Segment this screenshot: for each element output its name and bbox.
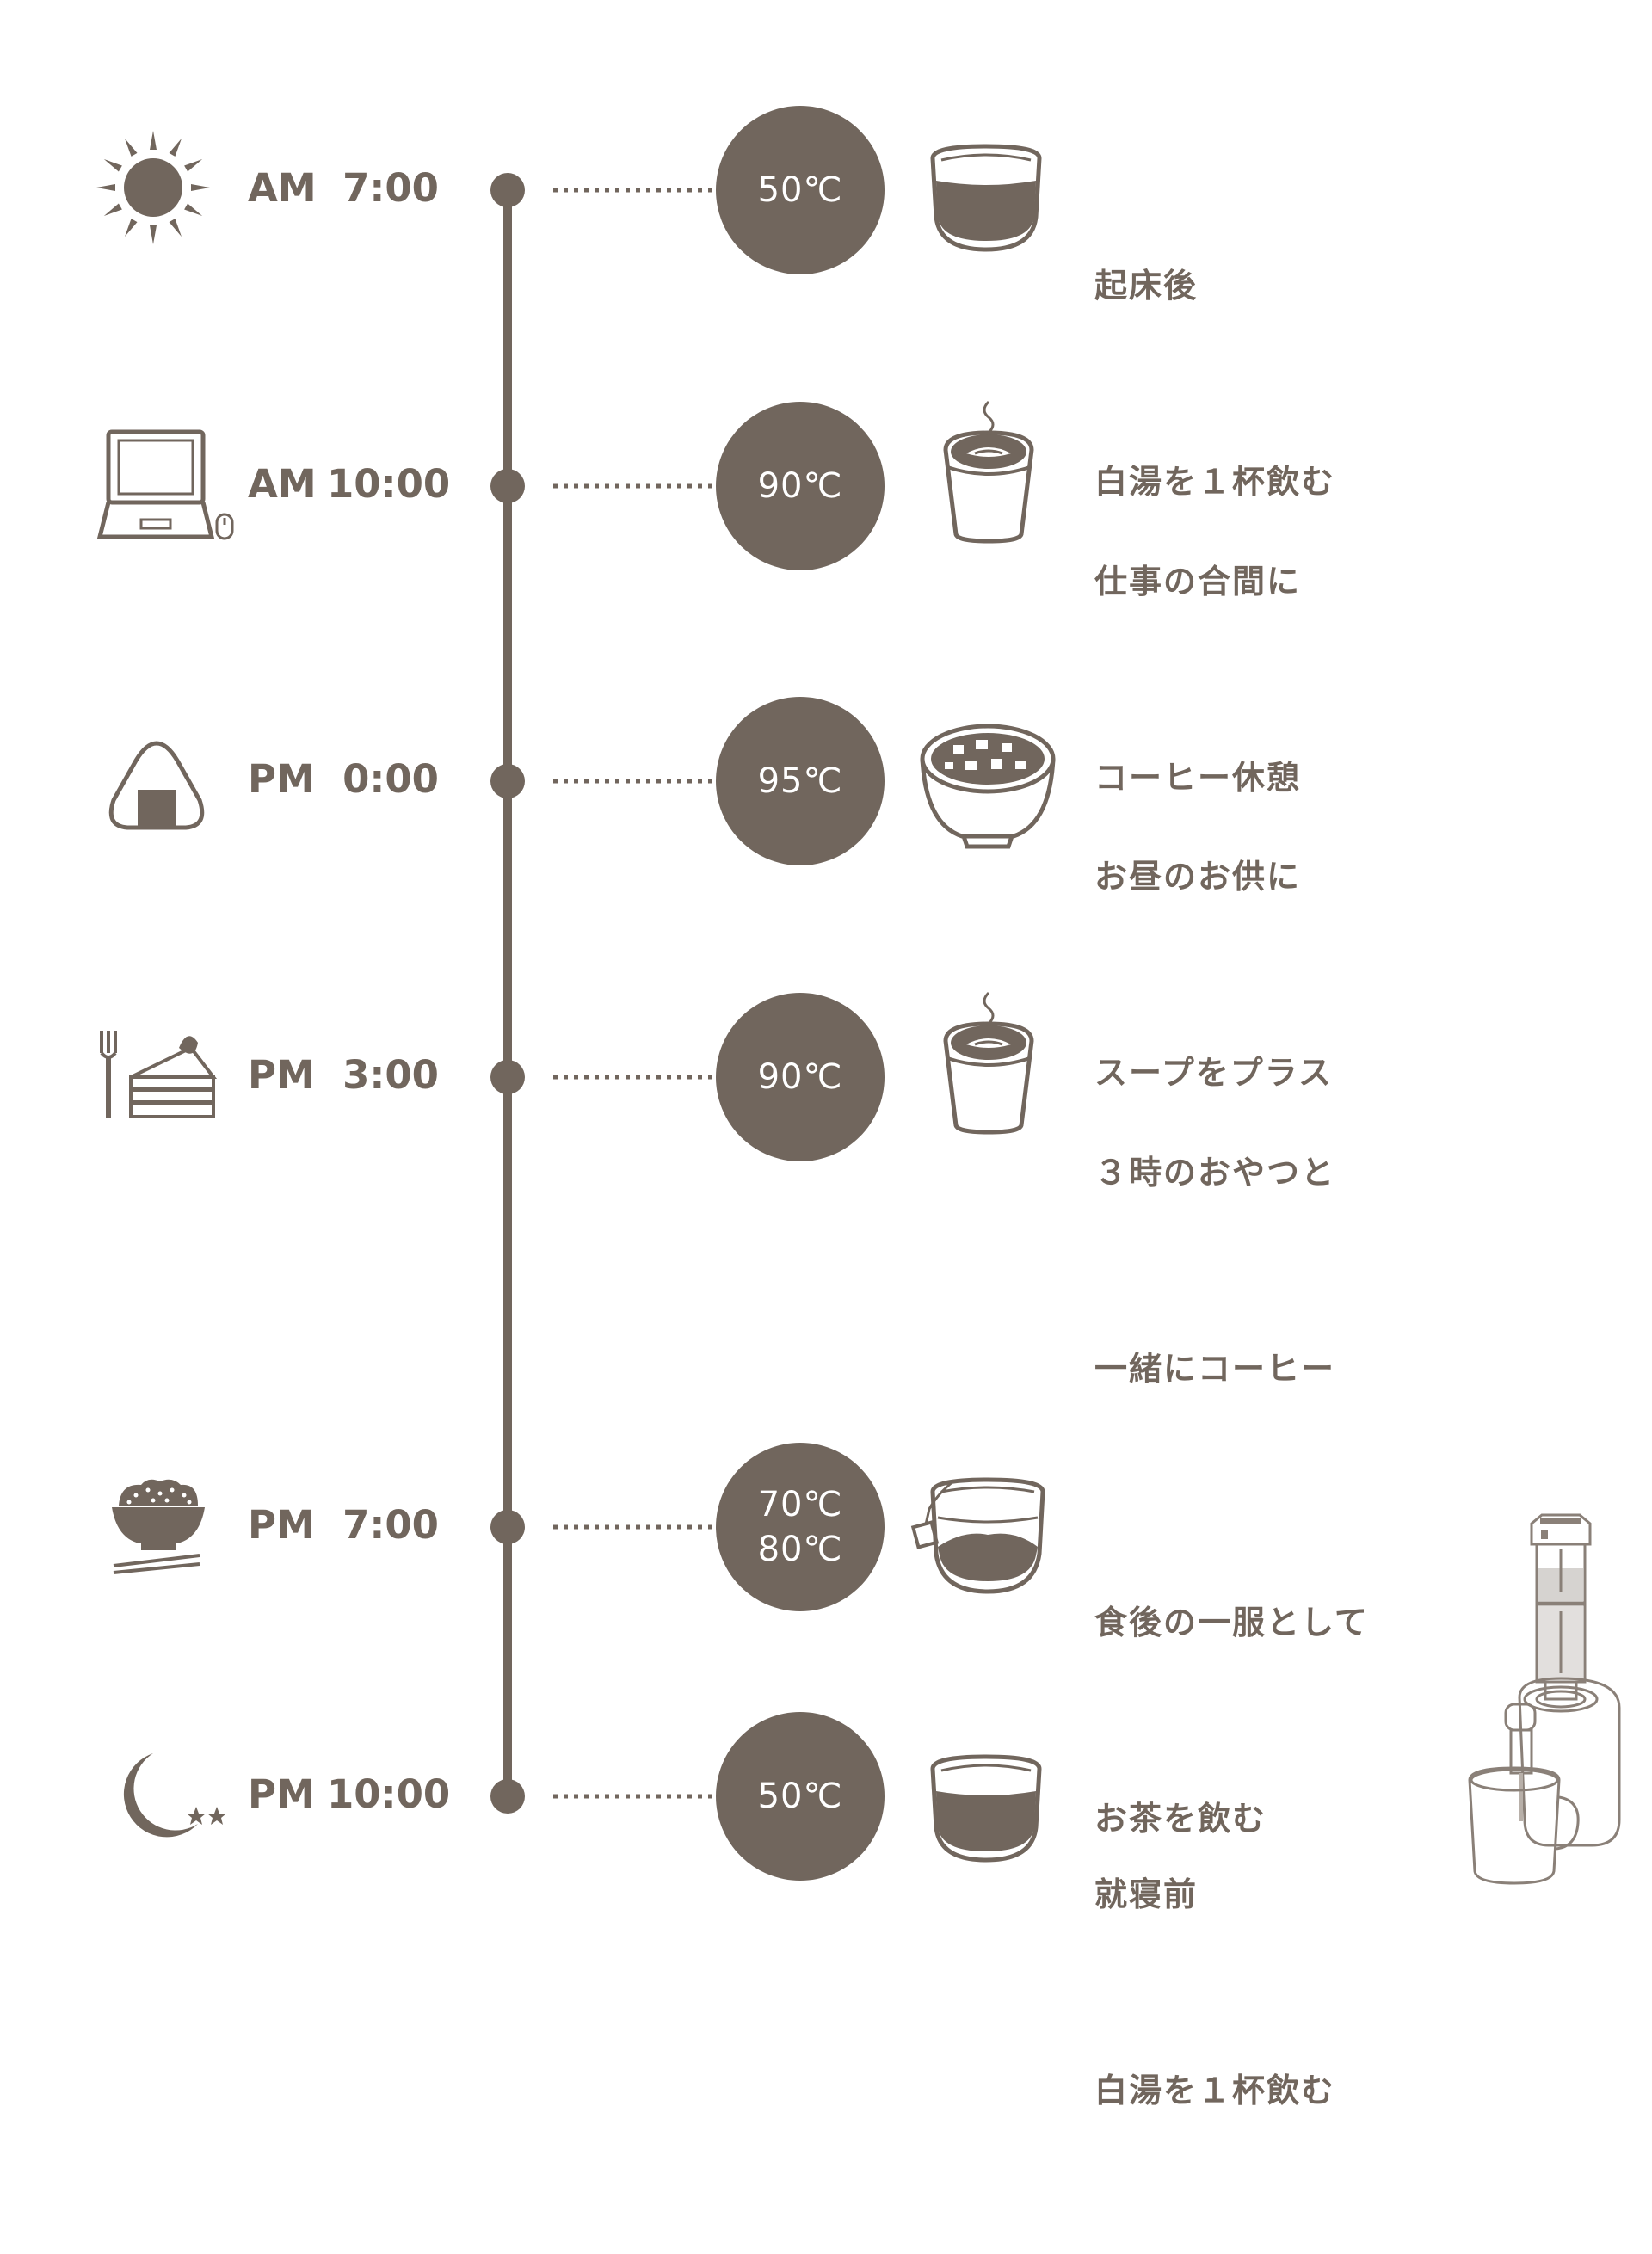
timeline-connector [490, 1060, 714, 1094]
description-line-1: 仕事の合間に [1094, 563, 1302, 600]
soup-bowl-icon [920, 724, 1056, 849]
tea-glass-icon [910, 1477, 1045, 1594]
temperature-value: 90℃ [757, 466, 843, 506]
clock-label: 7:00 [342, 165, 439, 211]
ampm-label: AM [248, 165, 317, 211]
rice-bowl-icon [112, 1479, 205, 1574]
description: お昼のお供に スープをプラス [1094, 713, 1333, 1236]
temperature-badge: 70℃ 80℃ [716, 1443, 885, 1611]
timeline-connector [490, 469, 714, 503]
timeline-connector [490, 764, 714, 798]
description-line-2: 白湯を１杯飲む [1094, 2072, 1336, 2109]
timeline-axis [503, 183, 512, 1800]
glass-hot-water-icon [930, 144, 1042, 252]
timeline-connector [490, 1510, 714, 1544]
description-line-2: 一緒にコーヒー [1094, 1350, 1336, 1388]
temperature-value: 50℃ [757, 1777, 843, 1816]
description: 起床後 白湯を１杯飲む [1094, 122, 1335, 645]
description-line-1: お昼のお供に [1094, 858, 1302, 896]
coffee-cup-icon [943, 991, 1034, 1135]
temperature-value: 90℃ [757, 1057, 843, 1097]
description-line-2: お茶を飲む [1094, 1800, 1267, 1838]
clock-label: 10:00 [327, 1771, 451, 1817]
ampm-label: PM [248, 756, 315, 802]
timeline-connector [490, 1779, 714, 1814]
onigiri-icon [108, 741, 205, 830]
description-line-1: 食後の一服として [1094, 1604, 1369, 1641]
description-line-2: スープをプラス [1094, 1054, 1333, 1092]
ampm-label: AM [248, 461, 317, 507]
description-line-1: ３時のおやつと [1094, 1154, 1336, 1192]
sun-icon [96, 131, 210, 244]
temperature-value: 80℃ [757, 1530, 843, 1569]
temperature-value: 50℃ [757, 170, 843, 210]
description-line-2: コーヒー休憩 [1094, 759, 1302, 797]
clock-label: 10:00 [327, 461, 451, 507]
clock-label: 7:00 [342, 1502, 439, 1548]
temperature-badge: 90℃ [716, 402, 885, 570]
temperature-value: 95℃ [757, 761, 843, 801]
cake-fork-icon [100, 1031, 218, 1118]
description: ３時のおやつと 一緒にコーヒー [1094, 1009, 1335, 1532]
moon-icon [123, 1753, 226, 1838]
description: 食後の一服として お茶を飲む [1094, 1459, 1369, 1982]
description-line-1: 就寝前 [1094, 1875, 1199, 1913]
timeline-connector [490, 173, 714, 207]
temperature-badge: 95℃ [716, 697, 885, 865]
ampm-label: PM [248, 1502, 315, 1548]
description-line-2: 白湯を１杯飲む [1094, 463, 1336, 501]
temperature-badge: 90℃ [716, 993, 885, 1161]
coffee-cup-icon [943, 400, 1034, 544]
description: 就寝前 白湯を１杯飲む [1094, 1731, 1335, 2254]
clock-label: 3:00 [342, 1052, 439, 1098]
temperature-badge: 50℃ [716, 1712, 885, 1881]
water-dispenser-icon [1468, 1513, 1621, 1885]
temperature-badge: 50℃ [716, 106, 885, 274]
clock-label: 0:00 [342, 756, 439, 802]
time-label: PM 10:00 [248, 1771, 451, 1817]
description: 仕事の合間に コーヒー休憩 [1094, 418, 1301, 941]
temperature-value: 70℃ [757, 1485, 843, 1524]
description-line-1: 起床後 [1094, 267, 1199, 305]
glass-hot-water-icon [930, 1754, 1042, 1863]
laptop-icon [96, 429, 234, 540]
ampm-label: PM [248, 1052, 315, 1098]
ampm-label: PM [248, 1771, 315, 1817]
